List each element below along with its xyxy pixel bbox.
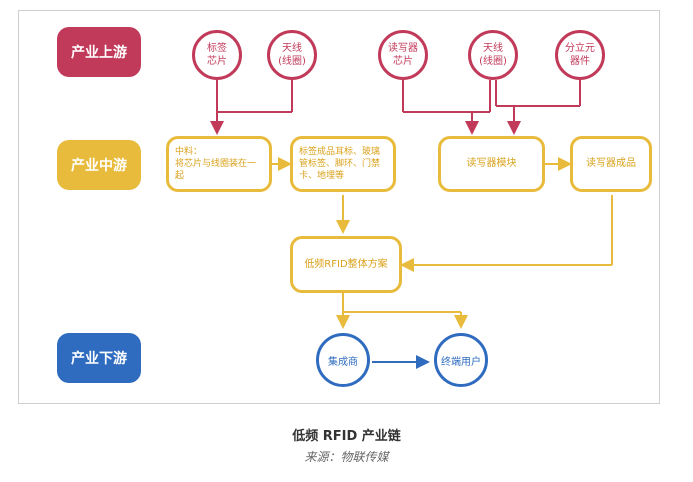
node-tag-products: 标签成品耳标、玻璃管标签、脚环、门禁卡、地埋等: [290, 136, 396, 192]
node-antenna-2: 天线 (线圈): [468, 30, 518, 80]
caption-title: 低频 RFID 产业链: [292, 429, 401, 444]
stage-downstream: 产业下游: [57, 333, 141, 383]
node-reader-module: 读写器模块: [438, 136, 545, 192]
node-reader-chip: 读写器 芯片: [378, 30, 428, 80]
stage-midstream: 产业中游: [57, 140, 141, 190]
midstream-connectors: [272, 157, 613, 329]
node-end-user: 终端用户: [434, 333, 488, 387]
node-inlay: 中料： 将芯片与线圈装在一起: [166, 136, 272, 192]
caption-source: 来源：物联传媒: [304, 450, 389, 464]
node-antenna-1: 天线 (线圈): [267, 30, 317, 80]
stage-upstream: 产业上游: [57, 27, 141, 77]
node-tag-chip: 标签 芯片: [192, 30, 242, 80]
node-reader-module-text: 读写器模块: [466, 158, 517, 169]
node-inlay-text: 中料： 将芯片与线圈装在一起: [175, 147, 257, 181]
upstream-connectors-left: [210, 80, 293, 135]
node-reader-product: 读写器成品: [570, 136, 652, 192]
node-tag-products-text: 标签成品耳标、玻璃管标签、脚环、门禁卡、地埋等: [299, 147, 381, 181]
node-discrete-components: 分立元 器件: [555, 30, 605, 80]
node-reader-product-text: 读写器成品: [586, 158, 636, 169]
node-integrator: 集成商: [316, 333, 370, 387]
upstream-connectors-right: [402, 80, 581, 135]
node-solution: 低频RFID整体方案: [290, 236, 402, 293]
node-solution-text: 低频RFID整体方案: [304, 258, 388, 270]
